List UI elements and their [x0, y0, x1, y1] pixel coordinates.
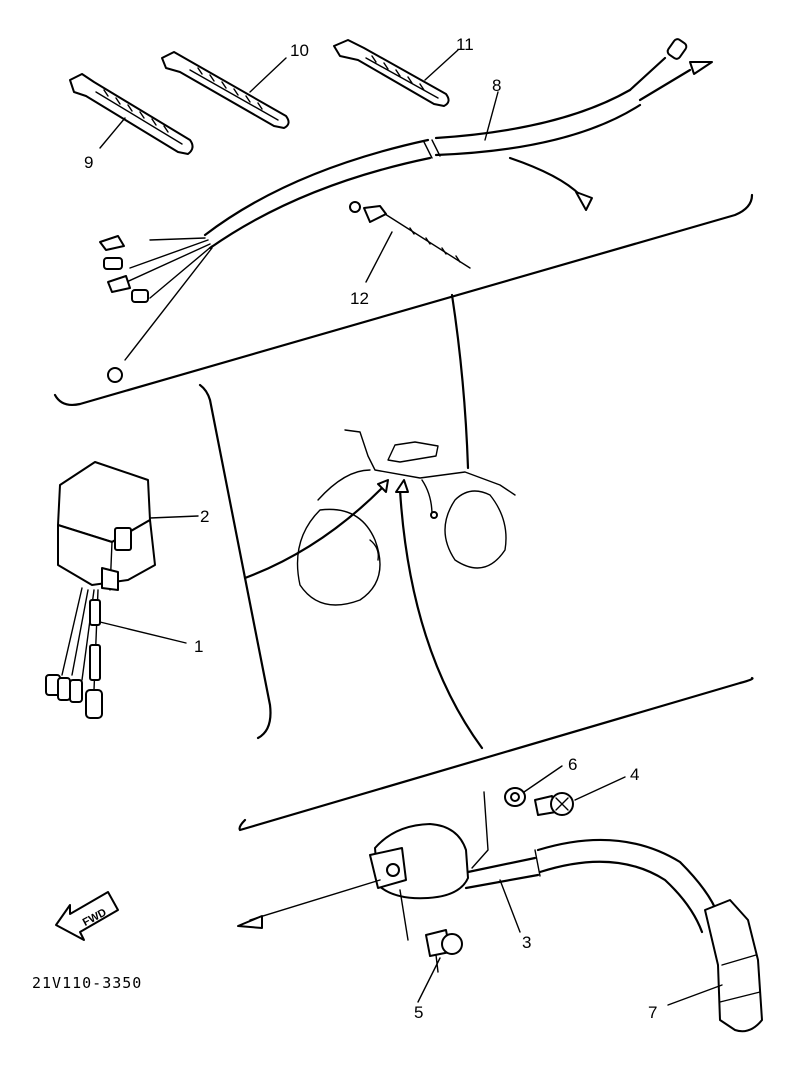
callout-10: 10	[290, 41, 309, 60]
cable-tie-9	[69, 73, 194, 155]
callout-11: 11	[456, 35, 474, 54]
callout-3: 3	[522, 933, 531, 952]
callout-4: 4	[630, 765, 639, 784]
callout-6: 6	[568, 755, 577, 774]
leader-lines	[99, 49, 723, 1006]
callout-2: 2	[200, 507, 209, 526]
cable-tie-11	[333, 39, 450, 107]
callout-7: 7	[648, 1003, 657, 1022]
bolt-5	[425, 929, 463, 973]
wire-harness-8	[99, 38, 713, 383]
diagram-code: 21V110-3350	[32, 974, 142, 992]
screw-4	[534, 792, 574, 816]
pointer-lines	[243, 293, 484, 750]
washer-6	[504, 787, 526, 807]
callout-9: 9	[84, 153, 93, 172]
callout-12: 12	[350, 289, 369, 308]
motorcycle-outline	[296, 429, 516, 606]
callout-1: 1	[194, 637, 203, 656]
ignition-coil-3	[237, 791, 763, 1033]
ground-lead-12	[349, 201, 471, 269]
cable-tie-10	[161, 51, 290, 129]
panel-borders	[53, 193, 754, 832]
callout-labels: 1 2 3 4 5 6 7 8 9 10 11 12	[84, 35, 657, 1022]
relay-unit-2	[45, 461, 156, 719]
fwd-arrow-icon: FWD	[55, 891, 119, 941]
callout-5: 5	[414, 1003, 423, 1022]
callout-8: 8	[492, 76, 501, 95]
